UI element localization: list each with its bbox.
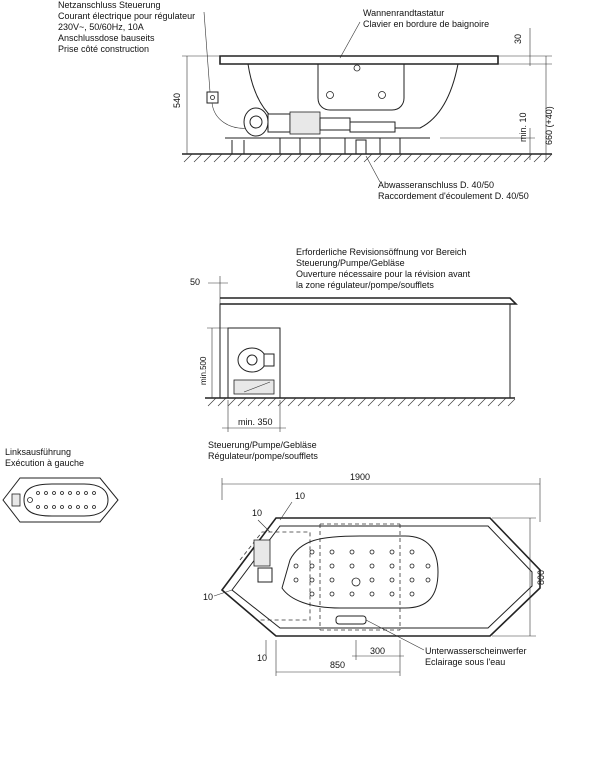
supply-leader-line: [203, 11, 211, 93]
keypad-note-line-2: Clavier en bordure de baignoire: [363, 19, 489, 29]
dim-10-bottom-label: 10: [257, 653, 267, 663]
drain-note-line-1: Abwasseranschluss D. 40/50: [378, 180, 494, 190]
plan-blower-unit: [257, 567, 273, 583]
dim-min10-label: min. 10: [518, 112, 528, 142]
supply-note-line-5: Prise côté construction: [58, 44, 149, 54]
left-version: Linksausführung Exécution à gauche: [2, 447, 119, 523]
dim-10-left-label: 10: [203, 592, 213, 602]
supply-note-line-4: Anschlussdose bauseits: [58, 33, 155, 43]
jet-right: [378, 91, 386, 99]
plan-drain: [351, 577, 361, 587]
dim-540-label: 540: [172, 93, 182, 108]
front-floor-hatch: [207, 397, 516, 407]
tub-legs: [228, 138, 404, 155]
left-version-outline: [2, 477, 119, 523]
power-cable: [211, 102, 249, 129]
plan-pump-unit: [253, 539, 271, 567]
side-view: Netzanschluss Steuerung Courant électriq…: [58, 0, 554, 201]
dim-850-label: 850: [330, 660, 345, 670]
dim-300-label: 300: [370, 646, 385, 656]
dim-min350-label: min. 350: [238, 417, 273, 427]
front-view: Erforderliche Revisionsöffnung vor Berei…: [190, 247, 518, 432]
left-version-basin: [23, 483, 109, 517]
jet-left: [326, 91, 334, 99]
front-pump: [233, 347, 275, 395]
revision-note-line-1: Erforderliche Revisionsöffnung vor Berei…: [296, 247, 466, 257]
supply-note-line-1: Netzanschluss Steuerung: [58, 0, 161, 10]
floor-hatch: [183, 153, 553, 163]
light-note-line-1: Unterwasserscheinwerfer: [425, 646, 527, 656]
dim-1900-label: 1900: [350, 472, 370, 482]
revision-note-line-2: Steuerung/Pumpe/Gebläse: [296, 258, 405, 268]
dim-10-top-label: 10: [295, 491, 305, 501]
left-version-note-line-1: Linksausführung: [5, 447, 71, 457]
socket-outlet: [210, 95, 215, 100]
drain-trap: [355, 139, 367, 155]
pump-assembly: [243, 107, 396, 137]
keypad-leader-line: [339, 21, 361, 59]
front-rim: [220, 297, 518, 305]
underwater-light: [335, 615, 367, 625]
plan-rim-inner: [231, 525, 533, 629]
supply-note-line-2: Courant électrique pour régulateur: [58, 11, 195, 21]
plan-jets: [293, 549, 431, 597]
tub-front-panel: [317, 64, 405, 111]
left-version-note-line-2: Exécution à gauche: [5, 458, 84, 468]
revision-note-line-4: la zone régulateur/pompe/soufflets: [296, 280, 434, 290]
dim-min500-label: min.500: [199, 356, 208, 385]
keypad-note-line-1: Wannenrandtastatur: [363, 8, 444, 18]
unit-note-line-1: Steuerung/Pumpe/Gebläse: [208, 440, 317, 450]
dim-800-label: 800: [536, 570, 546, 585]
left-version-unit: [11, 493, 21, 507]
keypad-button: [353, 64, 361, 72]
supply-note-line-3: 230V~, 50/60Hz, 10A: [58, 22, 144, 32]
hidden-pipework-left: [239, 531, 311, 621]
plan-outline: [220, 517, 541, 637]
left-version-jets: [27, 491, 96, 509]
drain-leader-line: [365, 155, 381, 183]
dim-30-label: 30: [513, 34, 523, 44]
tub-rim: [219, 55, 499, 65]
light-note-line-2: Eclairage sous l'eau: [425, 657, 505, 667]
dim-660-label: 660 (+40): [544, 106, 554, 145]
dim-10-left-upper-label: 10: [252, 508, 262, 518]
drain-note-line-2: Raccordement d'écoulement D. 40/50: [378, 191, 529, 201]
light-leader-line: [365, 619, 425, 651]
unit-note-line-2: Régulateur/pompe/soufflets: [208, 451, 318, 461]
revision-note-line-3: Ouverture nécessaire pour la révision av…: [296, 269, 471, 279]
dim-50-label: 50: [190, 277, 200, 287]
plan-basin: [281, 535, 439, 609]
plan-view: Steuerung/Pumpe/Gebläse Régulateur/pompe…: [203, 440, 546, 676]
